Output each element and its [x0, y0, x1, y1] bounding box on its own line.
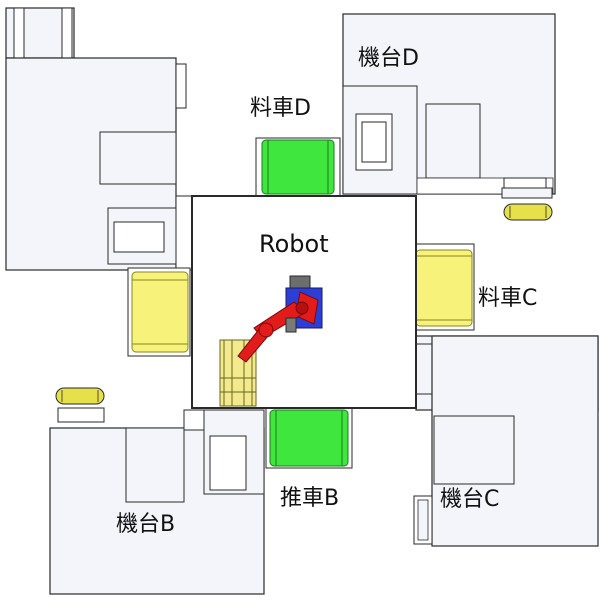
cart-c: [413, 243, 475, 331]
label-machine-d: 機台D: [358, 46, 419, 71]
label-cart-d: 料車D: [250, 96, 311, 121]
machine-top-left: [5, 7, 193, 271]
cart-left-yellow: [127, 267, 191, 357]
label-cart-c: 料車C: [478, 286, 538, 311]
robot-arm: [237, 275, 323, 363]
machine-b: [49, 409, 265, 595]
machine-d: [342, 13, 556, 199]
label-machine-b: 機台B: [116, 512, 176, 537]
push-cart-b: [265, 407, 353, 469]
wheel-b: [55, 387, 105, 423]
label-machine-c: 機台C: [440, 487, 500, 512]
machine-c: [413, 335, 599, 547]
label-push-cart-b: 推車B: [280, 486, 340, 511]
cart-d: [255, 137, 341, 197]
wheel-d: [503, 203, 553, 221]
label-robot: Robot: [259, 230, 329, 258]
